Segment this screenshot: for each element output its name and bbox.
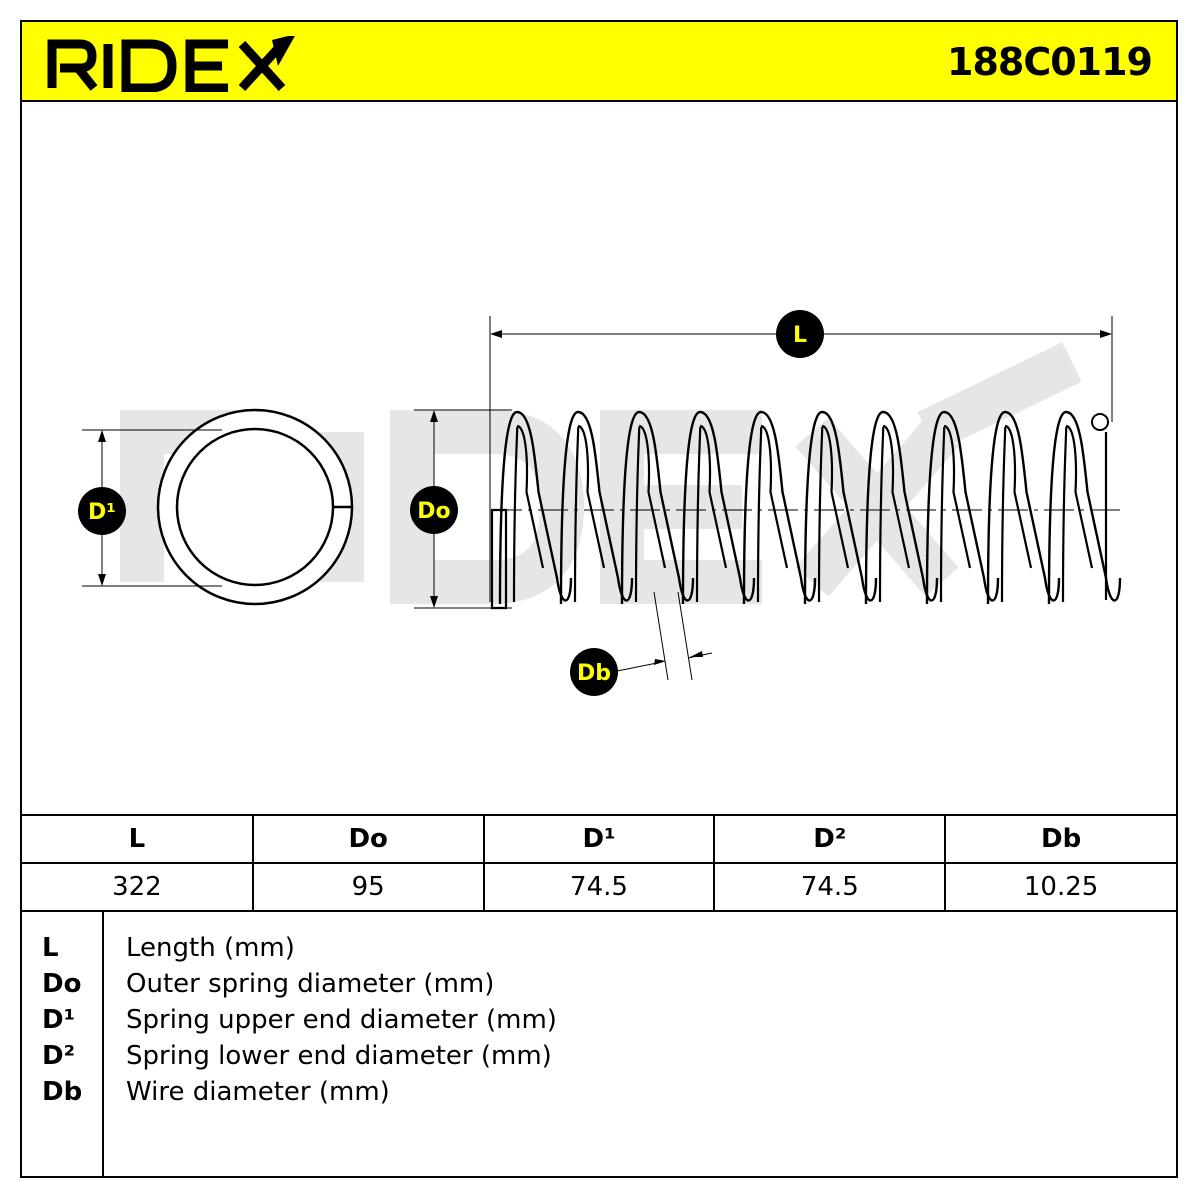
coil-stroke: [939, 424, 972, 603]
coil-stroke: [756, 424, 789, 603]
spec-value-cell: 74.5: [713, 862, 947, 912]
ridex-logo: [47, 36, 295, 92]
legend-key: Do: [42, 969, 82, 999]
coil-stroke: [803, 410, 878, 605]
legend-row: Db Wire diameter (mm): [22, 1074, 1176, 1110]
do-label: Do: [417, 499, 450, 524]
spring-diagram: D¹ Do: [78, 310, 1122, 696]
spec-value-cell: 322: [22, 862, 254, 912]
coil-stroke: [986, 410, 1061, 605]
legend-description: Outer spring diameter (mm): [126, 969, 495, 999]
part-number: 188C0119: [947, 40, 1153, 84]
spec-header-cell: D¹: [482, 814, 716, 864]
spec-header-cell: D²: [713, 814, 947, 864]
length-label-badge: L: [776, 310, 824, 358]
legend-description: Spring lower end diameter (mm): [126, 1041, 552, 1071]
d1-label-badge: D¹: [78, 487, 126, 535]
coil-stroke: [559, 410, 634, 605]
header-bar: 188C0119: [22, 22, 1176, 102]
spring-coils: [490, 410, 1122, 610]
do-label-badge: Do: [410, 486, 458, 534]
coil-stroke: [878, 424, 911, 603]
db-label: Db: [577, 661, 611, 686]
spec-value-cell: 74.5: [482, 862, 716, 912]
coil-stroke: [573, 424, 606, 603]
coil-stroke: [1000, 424, 1033, 603]
spec-header-cell: Db: [944, 814, 1176, 864]
product-sheet: 188C0119: [20, 20, 1178, 1178]
spring-end-tip: [1091, 413, 1109, 431]
legend-key: Db: [42, 1077, 83, 1107]
coil-stroke: [512, 424, 545, 603]
coil-stroke: [620, 410, 695, 605]
spec-header-cell: Do: [251, 814, 485, 864]
legend-key: L: [42, 933, 59, 963]
legend-description: Spring upper end diameter (mm): [126, 1005, 557, 1035]
coil-stroke: [1061, 424, 1094, 603]
db-label-badge: Db: [570, 648, 618, 696]
legend-description: Wire diameter (mm): [126, 1077, 390, 1107]
spec-value-cell: 95: [251, 862, 485, 912]
d1-label: D¹: [88, 500, 116, 525]
legend-divider: [102, 912, 104, 1178]
length-label: L: [793, 323, 807, 348]
coil-stroke: [498, 410, 573, 605]
coil-stroke: [817, 424, 850, 603]
specifications-table: L Do D¹ D² Db 322 95 74.5 74.5 10.25: [22, 814, 1176, 912]
legend-row: D¹ Spring upper end diameter (mm): [22, 1002, 1176, 1038]
spec-value-cell: 10.25: [944, 862, 1176, 912]
legend-key: D¹: [42, 1005, 75, 1035]
legend-description: Length (mm): [126, 933, 295, 963]
legend: L Length (mm) Do Outer spring diameter (…: [22, 912, 1176, 1178]
legend-row: D² Spring lower end diameter (mm): [22, 1038, 1176, 1074]
coil-stroke: [925, 410, 1000, 605]
coil-stroke: [695, 424, 728, 603]
length-dimension: [489, 316, 1113, 602]
end-view-ring: [156, 408, 354, 606]
legend-row: Do Outer spring diameter (mm): [22, 966, 1176, 1002]
spec-header-row: L Do D¹ D² Db: [22, 814, 1176, 864]
db-dimension: [611, 591, 713, 681]
coil-stroke: [1047, 410, 1122, 605]
technical-drawing: D¹ Do: [22, 102, 1176, 814]
coil-stroke: [681, 410, 756, 605]
coil-stroke: [634, 424, 667, 603]
legend-row: L Length (mm): [22, 930, 1176, 966]
legend-key: D²: [42, 1041, 75, 1071]
coil-stroke: [864, 410, 939, 605]
coil-stroke: [742, 410, 817, 605]
spec-value-row: 322 95 74.5 74.5 10.25: [22, 862, 1176, 912]
spec-header-cell: L: [22, 814, 254, 864]
